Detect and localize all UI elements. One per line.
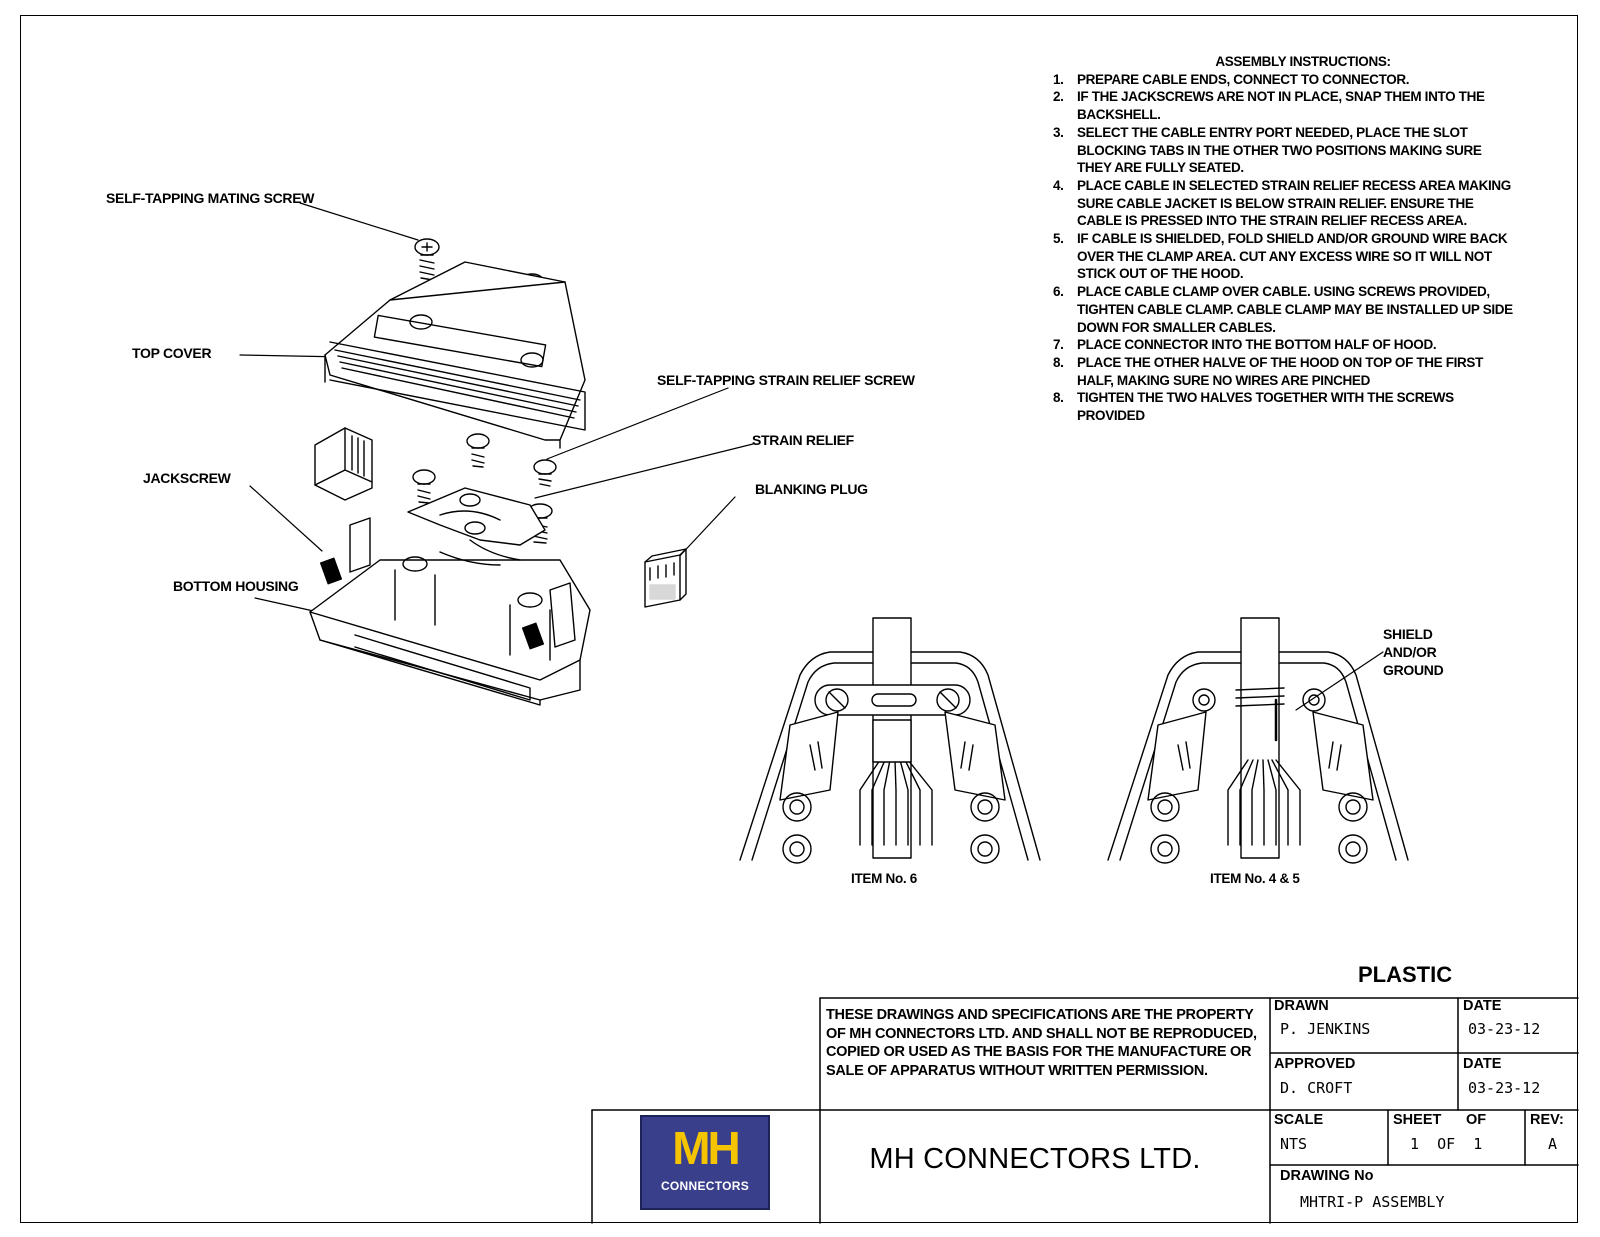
step-text: TIGHTEN THE TWO HALVES TOGETHER WITH THE… bbox=[1077, 390, 1454, 424]
instruction-step: 7. PLACE CONNECTOR INTO THE BOTTOM HALF O… bbox=[1053, 336, 1513, 354]
label-item-6: ITEM No. 6 bbox=[851, 871, 918, 886]
blanking-plug-part bbox=[644, 548, 687, 608]
logo-mh-text: MH bbox=[672, 1122, 741, 1174]
detail-item-4-5 bbox=[1107, 617, 1409, 864]
instruction-step: 4. PLACE CABLE IN SELECTED STRAIN RELIEF … bbox=[1053, 177, 1513, 230]
mh-connectors-logo: MH CONNECTORS bbox=[640, 1115, 770, 1210]
drawing-no-label: DRAWING No bbox=[1280, 1168, 1374, 1184]
label-top-cover: TOP COVER bbox=[132, 345, 212, 361]
drawn-value: P. JENKINS bbox=[1280, 1020, 1371, 1038]
label-blanking-plug: BLANKING PLUG bbox=[755, 481, 868, 497]
sheet-value: 1 OF 1 bbox=[1410, 1135, 1483, 1153]
instruction-step: 5. IF CABLE IS SHIELDED, FOLD SHIELD AND/… bbox=[1053, 230, 1513, 283]
of-label: OF bbox=[1466, 1112, 1487, 1128]
instruction-step: 2. IF THE JACKSCREWS ARE NOT IN PLACE, SN… bbox=[1053, 88, 1513, 123]
logo-sub-text: CONNECTORS bbox=[660, 1179, 750, 1193]
label-shield-and-or-ground: SHIELD AND/OR GROUND bbox=[1383, 625, 1444, 679]
step-text: IF CABLE IS SHIELDED, FOLD SHIELD AND/OR… bbox=[1077, 231, 1508, 282]
step-number: 4. bbox=[1053, 177, 1064, 193]
detail-item-6 bbox=[739, 617, 1041, 864]
step-number: 1. bbox=[1053, 71, 1064, 87]
step-text: IF THE JACKSCREWS ARE NOT IN PLACE, SNAP… bbox=[1077, 89, 1485, 123]
step-text: PLACE CONNECTOR INTO THE BOTTOM HALF OF … bbox=[1077, 337, 1437, 353]
instruction-step: 6. PLACE CABLE CLAMP OVER CABLE. USING SC… bbox=[1053, 283, 1513, 336]
instruction-step: 8. TIGHTEN THE TWO HALVES TOGETHER WITH T… bbox=[1053, 389, 1513, 424]
drawn-date-label: DATE bbox=[1463, 998, 1502, 1014]
top-cover bbox=[324, 261, 586, 449]
rev-value: A bbox=[1548, 1135, 1558, 1153]
step-text: PLACE THE OTHER HALVE OF THE HOOD ON TOP… bbox=[1077, 354, 1483, 388]
ownership-notice: THESE DRAWINGS AND SPECIFICATIONS ARE TH… bbox=[826, 1007, 1257, 1079]
instructions-title: ASSEMBLY INSTRUCTIONS: bbox=[1215, 54, 1391, 69]
label-self-tapping-mating-screw: SELF-TAPPING MATING SCREW bbox=[106, 190, 315, 206]
instruction-step: 1. PREPARE CABLE ENDS, CONNECT TO CONNECT… bbox=[1053, 71, 1513, 89]
step-number: 2. bbox=[1053, 89, 1064, 105]
instruction-step: 3. SELECT THE CABLE ENTRY PORT NEEDED, PL… bbox=[1053, 124, 1513, 177]
sheet-label: SHEET bbox=[1393, 1112, 1442, 1128]
title-block-lines bbox=[591, 997, 1579, 1224]
strain-relief-clamp bbox=[407, 487, 546, 546]
instruction-steps: 1. PREPARE CABLE ENDS, CONNECT TO CONNECT… bbox=[1053, 71, 1513, 425]
drawn-date-value: 03-23-12 bbox=[1468, 1020, 1541, 1038]
strain-relief-screws bbox=[412, 433, 557, 544]
shield-line-3: GROUND bbox=[1383, 662, 1444, 678]
step-text: PREPARE CABLE ENDS, CONNECT TO CONNECTOR… bbox=[1077, 71, 1410, 87]
label-self-tapping-strain-relief-screw: SELF-TAPPING STRAIN RELIEF SCREW bbox=[657, 372, 915, 388]
drawn-label: DRAWN bbox=[1274, 998, 1329, 1014]
label-jackscrew: JACKSCREW bbox=[143, 470, 231, 486]
company-name: MH CONNECTORS LTD. bbox=[869, 1143, 1201, 1175]
step-number: 6. bbox=[1053, 284, 1064, 300]
label-bottom-housing: BOTTOM HOUSING bbox=[173, 578, 299, 594]
mating-screw-left bbox=[414, 238, 440, 281]
approved-label: APPROVED bbox=[1274, 1056, 1356, 1072]
scale-label: SCALE bbox=[1274, 1112, 1324, 1128]
approved-date-value: 03-23-12 bbox=[1468, 1079, 1541, 1097]
scale-value: NTS bbox=[1280, 1135, 1308, 1153]
label-item-4-5: ITEM No. 4 & 5 bbox=[1210, 871, 1300, 886]
step-number: 8. bbox=[1053, 390, 1064, 406]
approved-date-label: DATE bbox=[1463, 1056, 1502, 1072]
jackscrew-part bbox=[314, 427, 373, 501]
bottom-housing bbox=[309, 517, 591, 706]
shield-line-1: SHIELD bbox=[1383, 626, 1433, 642]
material-label: PLASTIC bbox=[1358, 962, 1453, 987]
step-number: 5. bbox=[1053, 231, 1064, 247]
step-number: 8. bbox=[1053, 354, 1064, 370]
step-number: 7. bbox=[1053, 337, 1064, 353]
step-number: 3. bbox=[1053, 124, 1064, 140]
label-strain-relief: STRAIN RELIEF bbox=[752, 432, 854, 448]
drawing-border bbox=[20, 15, 1578, 1223]
assembly-instructions: ASSEMBLY INSTRUCTIONS: 1. PREPARE CABLE E… bbox=[1053, 53, 1513, 425]
rev-label: REV: bbox=[1530, 1112, 1564, 1128]
shield-line-2: AND/OR bbox=[1383, 644, 1437, 660]
leader-lines bbox=[239, 202, 1384, 711]
step-text: SELECT THE CABLE ENTRY PORT NEEDED, PLAC… bbox=[1077, 124, 1482, 176]
approved-value: D. CROFT bbox=[1280, 1079, 1353, 1097]
step-text: PLACE CABLE IN SELECTED STRAIN RELIEF RE… bbox=[1077, 177, 1511, 229]
drawing-no-value: MHTRI-P ASSEMBLY bbox=[1300, 1193, 1445, 1211]
step-text: PLACE CABLE CLAMP OVER CABLE. USING SCRE… bbox=[1077, 284, 1513, 335]
instruction-step: 8. PLACE THE OTHER HALVE OF THE HOOD ON T… bbox=[1053, 354, 1513, 389]
